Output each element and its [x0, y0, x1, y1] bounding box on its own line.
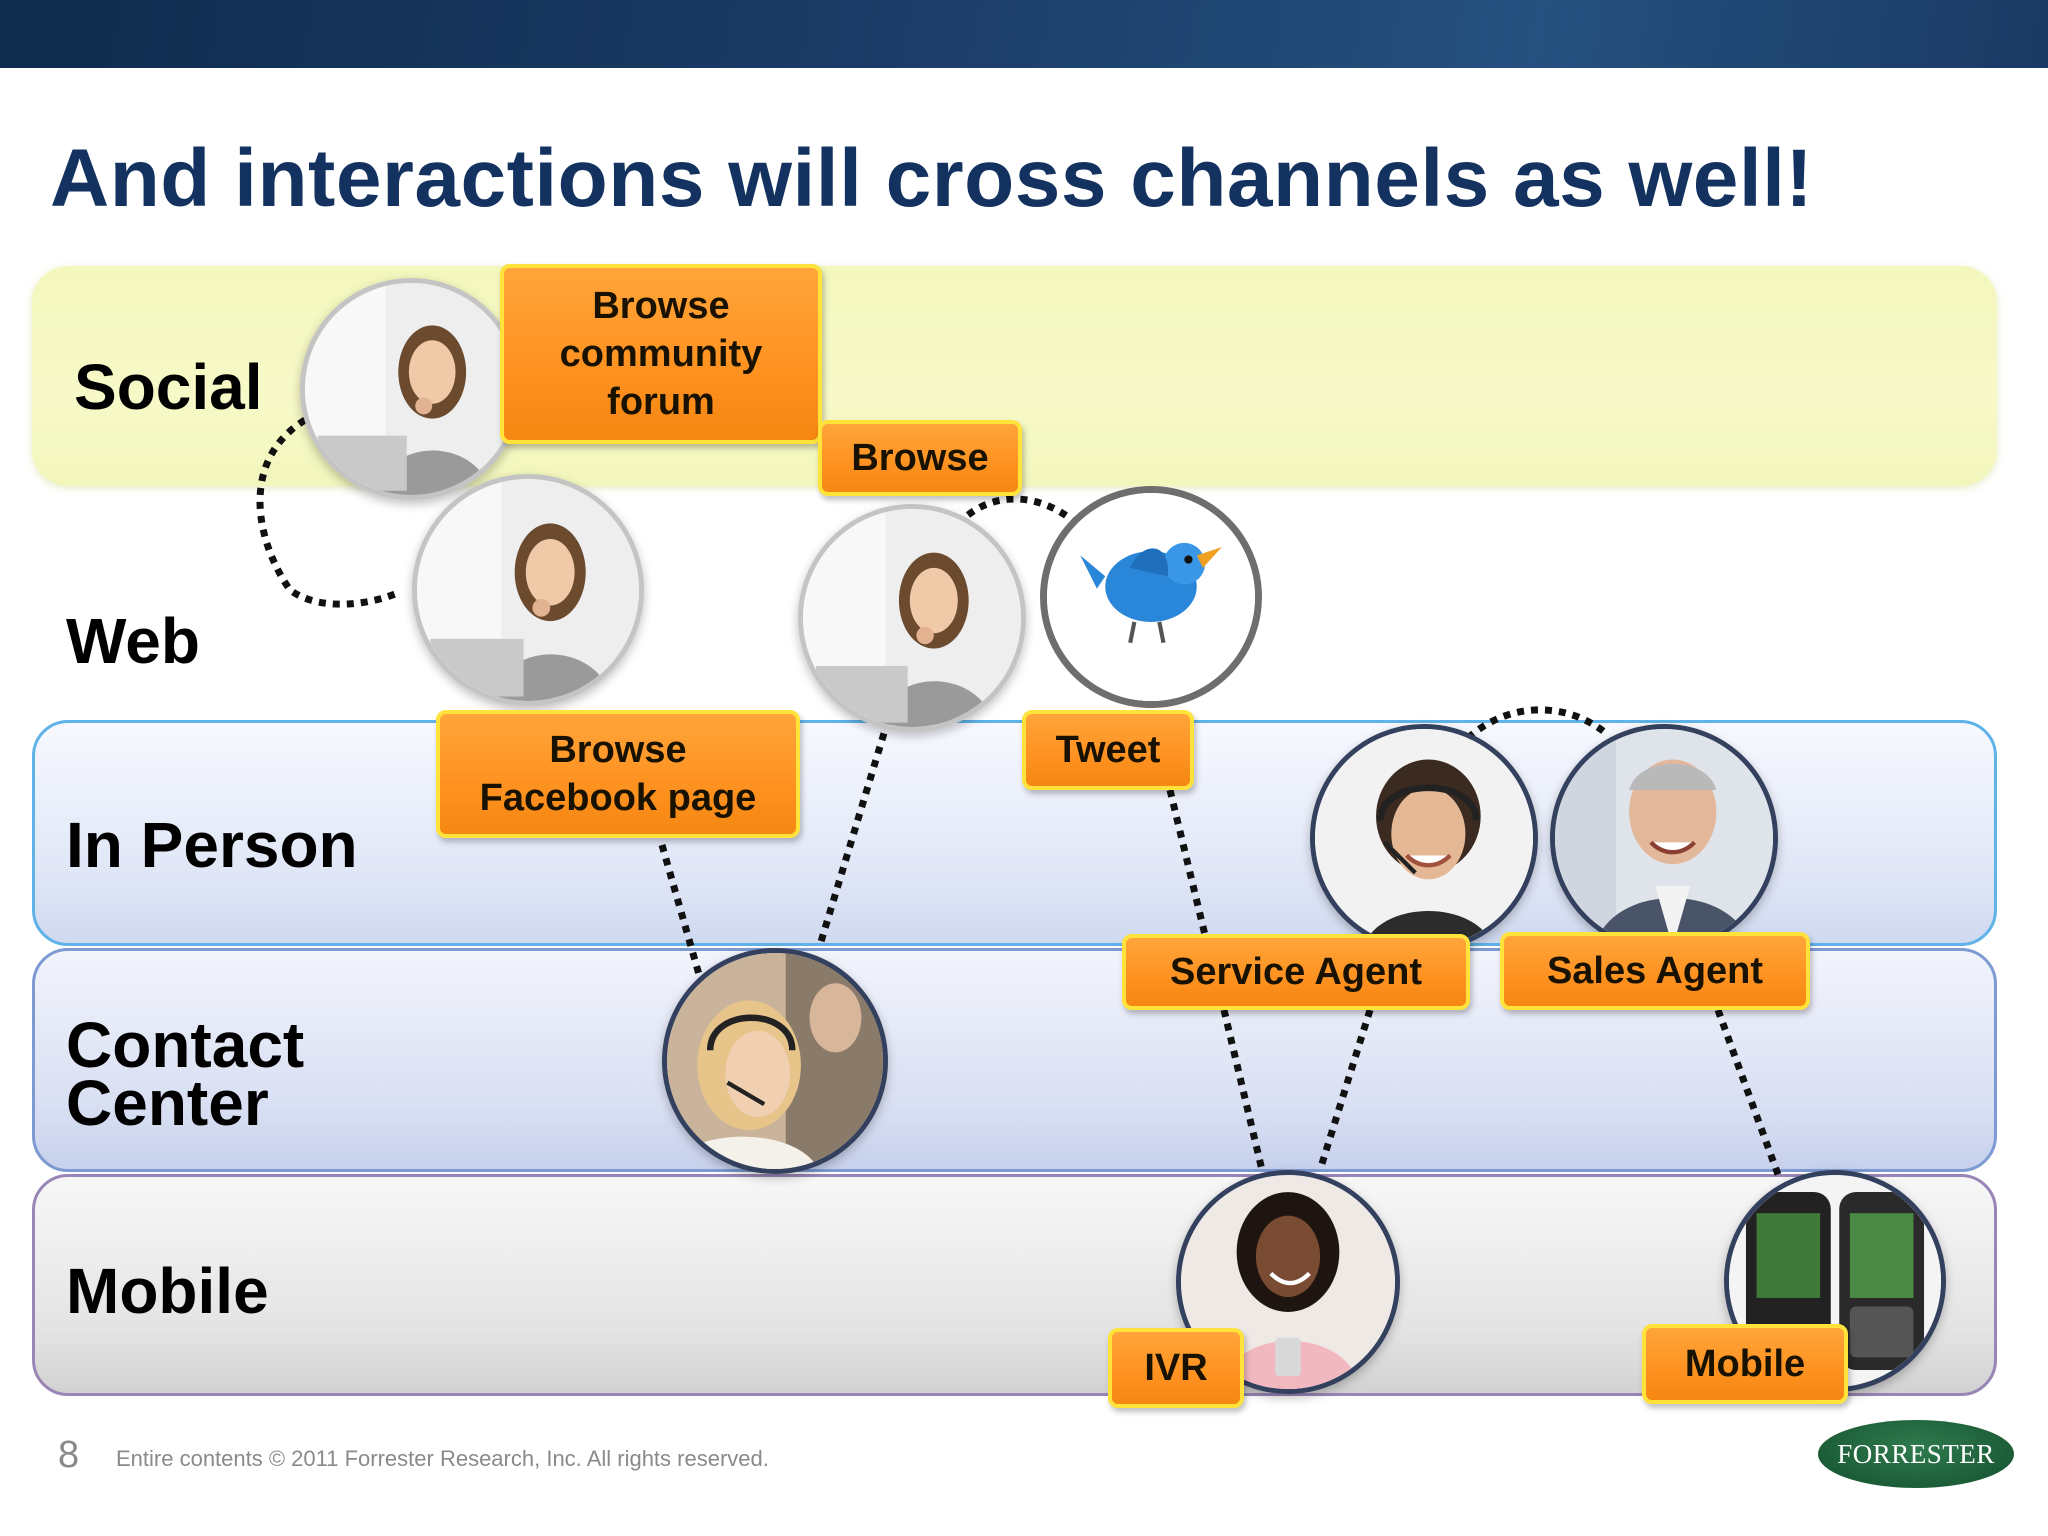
channel-label-web: Web	[66, 605, 200, 677]
step-browse: Browse	[818, 420, 1022, 496]
woman-at-laptop-icon	[417, 479, 639, 701]
twitter-bird-icon	[1047, 493, 1255, 701]
channel-label-contact-center: Contact Center	[66, 1009, 305, 1139]
twitter-photo	[1040, 486, 1262, 708]
forrester-logo: FORRESTER	[1818, 1420, 2014, 1488]
header-bar	[0, 0, 2048, 68]
step-browse-forum-line3: forum	[607, 381, 715, 423]
channel-label-contact-line1: Contact	[66, 1009, 305, 1081]
step-service-agent: Service Agent	[1122, 934, 1470, 1010]
contact-center-photo	[662, 948, 888, 1174]
step-browse-forum-line2: community	[559, 333, 763, 375]
channel-label-in-person: In Person	[66, 809, 358, 881]
step-browse-facebook-page: Browse Facebook page	[436, 710, 800, 838]
step-browse-facebook-line1: Browse	[549, 729, 687, 771]
step-browse-community-forum: Browse community forum	[500, 264, 822, 444]
sales-agent-photo	[1550, 724, 1778, 952]
headset-agent-icon	[1315, 729, 1533, 947]
step-mobile: Mobile	[1642, 1324, 1848, 1404]
customer-photo-web-middle	[798, 504, 1026, 732]
customer-photo-web-left	[412, 474, 644, 706]
customer-photo-social	[300, 278, 522, 500]
channel-label-mobile: Mobile	[66, 1255, 269, 1327]
connector-web-to-twitter	[965, 495, 1081, 528]
slide-title: And interactions will cross channels as …	[50, 133, 1814, 224]
service-agent-photo	[1310, 724, 1538, 952]
channel-label-social: Social	[74, 351, 263, 423]
woman-at-laptop-icon	[305, 283, 517, 495]
channel-label-contact-line2: Center	[66, 1067, 269, 1139]
copyright-notice: Entire contents © 2011 Forrester Researc…	[116, 1446, 769, 1471]
step-browse-forum-line1: Browse	[592, 285, 730, 327]
salesman-icon	[1555, 729, 1773, 947]
step-sales-agent: Sales Agent	[1500, 932, 1810, 1010]
step-browse-facebook-line2: Facebook page	[479, 777, 757, 819]
step-ivr: IVR	[1108, 1328, 1244, 1408]
woman-at-laptop-icon	[803, 509, 1021, 727]
headset-agents-icon	[667, 953, 883, 1169]
step-tweet: Tweet	[1022, 710, 1194, 790]
page-number: 8	[58, 1434, 80, 1476]
